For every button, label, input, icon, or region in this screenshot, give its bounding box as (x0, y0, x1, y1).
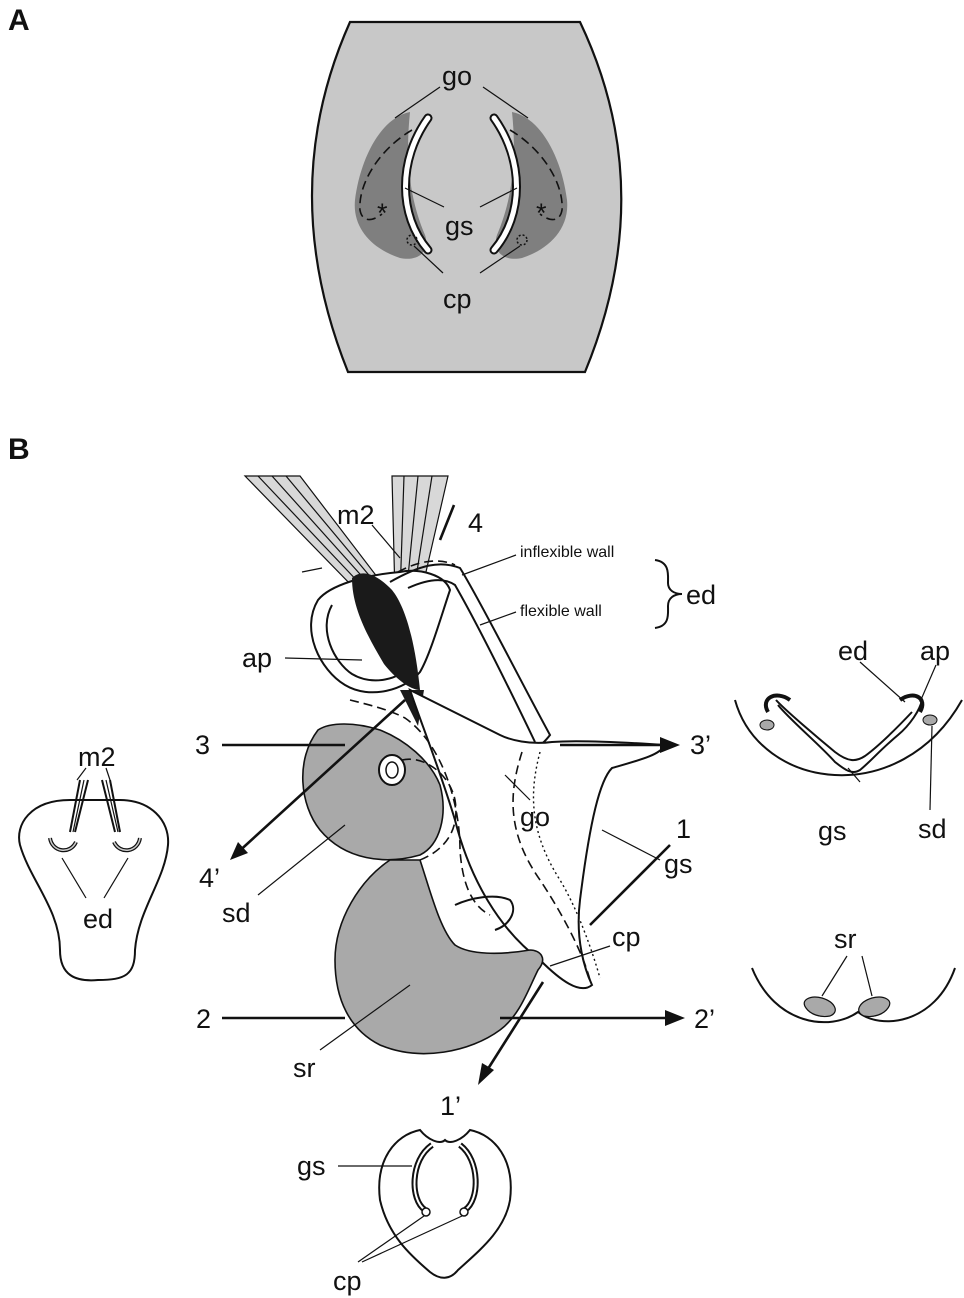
star-right: * (536, 198, 547, 228)
section-2-outline (752, 968, 955, 1022)
duct-opening (379, 755, 405, 785)
label-inflexible-wall: inflexible wall (520, 544, 614, 561)
label-go-b: go (520, 802, 550, 832)
star-left: * (377, 198, 388, 228)
label-4: 4 (468, 508, 483, 538)
label-sd-b: sd (222, 898, 251, 928)
section-3: ed ap gs sd (735, 636, 962, 846)
label-m2-b: m2 (337, 500, 375, 530)
label-4p: 4’ (199, 863, 220, 893)
label-2: 2 (196, 1004, 211, 1034)
label-gs-b: gs (664, 849, 693, 879)
section-2: sr (752, 924, 955, 1022)
leader-gs-b (602, 830, 660, 860)
label-ed-b: ed (686, 580, 716, 610)
ed-left-2 (114, 838, 140, 850)
label-ed-3: ed (838, 636, 868, 666)
label-3: 3 (195, 730, 210, 760)
sr-right (859, 997, 890, 1016)
label-3p: 3’ (690, 730, 711, 760)
label-ap-3: ap (920, 636, 950, 666)
label-gs-1: gs (297, 1151, 326, 1181)
label-cp-1: cp (333, 1266, 362, 1296)
label-ed-left: ed (83, 904, 113, 934)
cp-right-1 (460, 1208, 468, 1216)
section-left-outline (19, 800, 168, 980)
sd-dot-left (760, 720, 774, 730)
sd-dot-right (923, 715, 937, 725)
label-cp-a: cp (443, 284, 472, 314)
section-1-outline (379, 1130, 511, 1278)
label-m2-left: m2 (78, 742, 116, 772)
label-go-a: go (442, 61, 472, 91)
label-flexible-wall: flexible wall (520, 603, 602, 620)
label-gs-a: gs (445, 211, 474, 241)
label-gs-3: gs (818, 816, 847, 846)
leader-m2-b-1 (302, 568, 322, 572)
label-2p: 2’ (694, 1004, 715, 1034)
section-left: m2 ed (19, 742, 168, 980)
cp-left-1 (422, 1208, 430, 1216)
panel-b-diagram: m2 4 inflexible wall flexible wall ed ap… (195, 476, 716, 1085)
sr-left (804, 997, 835, 1016)
leader-sd-b (258, 825, 345, 895)
leader-inflexible (462, 555, 516, 575)
label-1: 1 (676, 814, 691, 844)
label-cp-b: cp (612, 922, 641, 952)
brace-ed (655, 560, 682, 628)
label-sr-2: sr (834, 924, 857, 954)
label-ap-b: ap (242, 643, 272, 673)
panel-label-b: B (8, 433, 30, 466)
label-sd-3: sd (918, 814, 947, 844)
muscle-m2-left (245, 476, 378, 590)
ed-left-1 (50, 838, 76, 850)
label-1p: 1’ (440, 1091, 461, 1121)
panel-label-a: A (8, 4, 30, 37)
panel-a-diagram: * * go gs cp (312, 22, 621, 372)
label-sr-b: sr (293, 1053, 316, 1083)
section-1: 1’ gs cp (297, 1091, 511, 1296)
